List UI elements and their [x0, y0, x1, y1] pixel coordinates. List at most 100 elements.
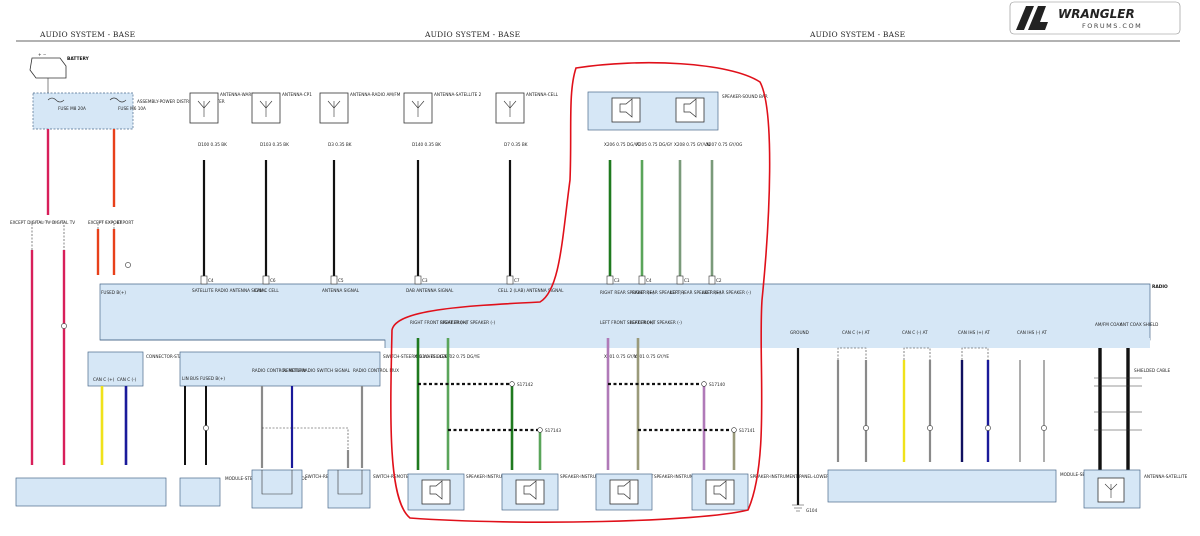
apdc-box: [32, 92, 134, 130]
cavity-label: C7: [514, 278, 520, 283]
label-fused-b: FUSED B(+): [101, 290, 126, 295]
speaker-cone: [429, 480, 443, 500]
cavity-label: C1: [684, 278, 690, 283]
front-speaker-wire-code: X202 0.75 DG/VT: [414, 354, 451, 359]
antenna-wire-code: D100 0.35 BK: [198, 142, 227, 147]
label-fused-b-2: FUSED B(+): [200, 376, 225, 381]
front-speaker-wire-code: X202 0.75 DG/YE: [444, 354, 480, 359]
antenna-symbol: [503, 100, 517, 117]
splice-s2000: [1041, 425, 1047, 431]
speaker-module-label: SPEAKER-INSTRUMENT PANEL-LEFT: [654, 474, 728, 479]
cavity-label: C6: [270, 278, 276, 283]
speaker-icon: [609, 479, 639, 505]
antenna-wire-code: D7 0.35 BK: [504, 142, 528, 147]
fuse-label-2: FUSE M6 10A: [118, 106, 146, 111]
antenna-symbol: [197, 100, 211, 117]
label-remote-radio-switch: REMOTE RADIO SWITCH SIGNAL: [283, 368, 351, 373]
antenna-symbol: [259, 100, 273, 117]
switch-steering-left-label: SWITCH-STEERING WHEEL-LEFT: [383, 354, 450, 359]
radio-connector-cavity: [414, 275, 422, 285]
front-speaker-wire-code: X201 0.75 GY/YE: [634, 354, 669, 359]
antenna-satellite-label: ANTENNA-SATELLITE: [1144, 474, 1188, 479]
antenna-name: ANTENNA-CP1: [282, 92, 312, 97]
jl-logo-icon: [1016, 6, 1048, 30]
switch-remote-left-box: [251, 469, 303, 509]
radio-connector-cavity: [330, 275, 338, 285]
radio-pin-canc-minus: CAN C (-) AT: [902, 330, 928, 335]
fuse-label-1: FUSE M8 20A: [58, 106, 86, 111]
right-section-wires: G104 SHIELDED CABLE: [792, 347, 1170, 513]
cavity-label: C3: [614, 278, 620, 283]
ground-label: G104: [806, 508, 818, 513]
speaker-module-label: SPEAKER-INSTRUMENT PANEL-LOWER LEFT: [750, 474, 841, 479]
antenna-wire-code: D3 0.35 BK: [328, 142, 352, 147]
radio-pin-canihs-plus: CAN IHS (+) AT: [958, 330, 990, 335]
fuse-icon-1: [47, 97, 65, 103]
antenna-wire-code: D140 0.35 BK: [412, 142, 441, 147]
antenna-icon: [319, 92, 349, 124]
sound-bar-wire-code: X206 0.75 DG/VT: [604, 142, 641, 147]
speaker-cone: [617, 480, 631, 500]
cavity-label: C3: [422, 278, 428, 283]
speaker-icon: [515, 479, 545, 505]
svg-text:+ −: + −: [38, 52, 47, 57]
page-header-left: AUDIO SYSTEM - BASE: [39, 30, 135, 39]
radio-connector-cavity: [262, 275, 270, 285]
antenna-icon: [495, 92, 525, 124]
sound-bar-signal-label: RIGHT REAR SPEAKER (+): [600, 290, 655, 295]
speaker-cone: [713, 480, 727, 500]
radio-signal-label: CELL 2 (LAB) ANTENNA SIGNAL: [498, 288, 564, 293]
radio-signal-label: DAB ANTENNA SIGNAL: [406, 288, 454, 293]
sound-bar-signal-label: RIGHT REAR SPEAKER (-): [632, 290, 685, 295]
logo-text-sub: FORUMS.COM: [1082, 22, 1142, 30]
splice-s2001: [125, 262, 131, 268]
label-canc-plus: CAN C (+): [93, 377, 115, 382]
antenna-name: ANTENNA-RADIO AM/FM: [350, 92, 401, 97]
page-header-center: AUDIO SYSTEM - BASE: [424, 30, 520, 39]
splice-s2005: [927, 425, 933, 431]
front-speaker-group: RIGHT FRONT SPEAKER (+)X202 0.75 DG/VTRI…: [407, 320, 841, 511]
cavity-label: C2: [716, 278, 722, 283]
module-steering-column-box: [179, 477, 221, 507]
page-header-right: AUDIO SYSTEM - BASE: [809, 30, 905, 39]
splice-point: [509, 381, 515, 387]
can-bus-module-box: [827, 469, 1057, 503]
splice-s2006: [985, 425, 991, 431]
antenna-symbol: [411, 100, 425, 117]
antenna-wire-code: D103 0.35 BK: [260, 142, 289, 147]
radio-connector-cavity: [506, 275, 514, 285]
sound-bar-wire-code: X205 0.75 DG/GY: [636, 142, 673, 147]
speaker-sound-bar-label: SPEAKER-SOUND BAR: [722, 94, 768, 99]
front-speaker-radio-label: LEFT FRONT SPEAKER (-): [630, 320, 682, 325]
cavity-label: C5: [338, 278, 344, 283]
splice-s2003: [203, 425, 209, 431]
label-except-export: EXCEPT EXPORT: [88, 220, 122, 225]
antenna-name: ANTENNA-CELL: [526, 92, 559, 97]
logo-text-main: WRANGLER: [1058, 7, 1135, 21]
fuse-module-box: [15, 477, 167, 507]
sound-bar-signal-label: LEFT REAR SPEAKER (+): [670, 290, 721, 295]
switch-remote-right-label: SWITCH-REMOTE RADIO-RIGHT: [373, 474, 438, 479]
switch-remote-right-box: [327, 469, 371, 509]
front-speaker-radio-label: LEFT FRONT SPEAKER (+): [600, 320, 654, 325]
splice-label: S17143: [545, 428, 561, 433]
battery: + − BATTERY: [29, 52, 90, 93]
ground-icon: [792, 504, 804, 512]
radio-pin-coax: ANT COAX SHIELD: [1120, 322, 1158, 327]
radio-signal-label: ANTENNA SIGNAL: [322, 288, 360, 293]
forum-logo: WRANGLER FORUMS.COM: [1009, 1, 1181, 35]
radio-pin-canc-plus: CAN C (+) AT: [842, 330, 870, 335]
radio-label: RADIO: [1152, 284, 1168, 290]
radio-signal-label: CAN C CELL: [254, 288, 279, 293]
splice-label: S17141: [739, 428, 755, 433]
label-radio-control-mux: RADIO CONTROL MUX: [353, 368, 399, 373]
splice-s2002: [61, 323, 67, 329]
radio-connector-cavity: [676, 275, 684, 285]
fuse-icon-2: [109, 97, 127, 103]
antenna-name: ANTENNA-WARN: [220, 92, 254, 97]
switch-steering-left-box: [179, 351, 381, 387]
label-shielded-cable: SHIELDED CABLE: [1134, 368, 1170, 373]
